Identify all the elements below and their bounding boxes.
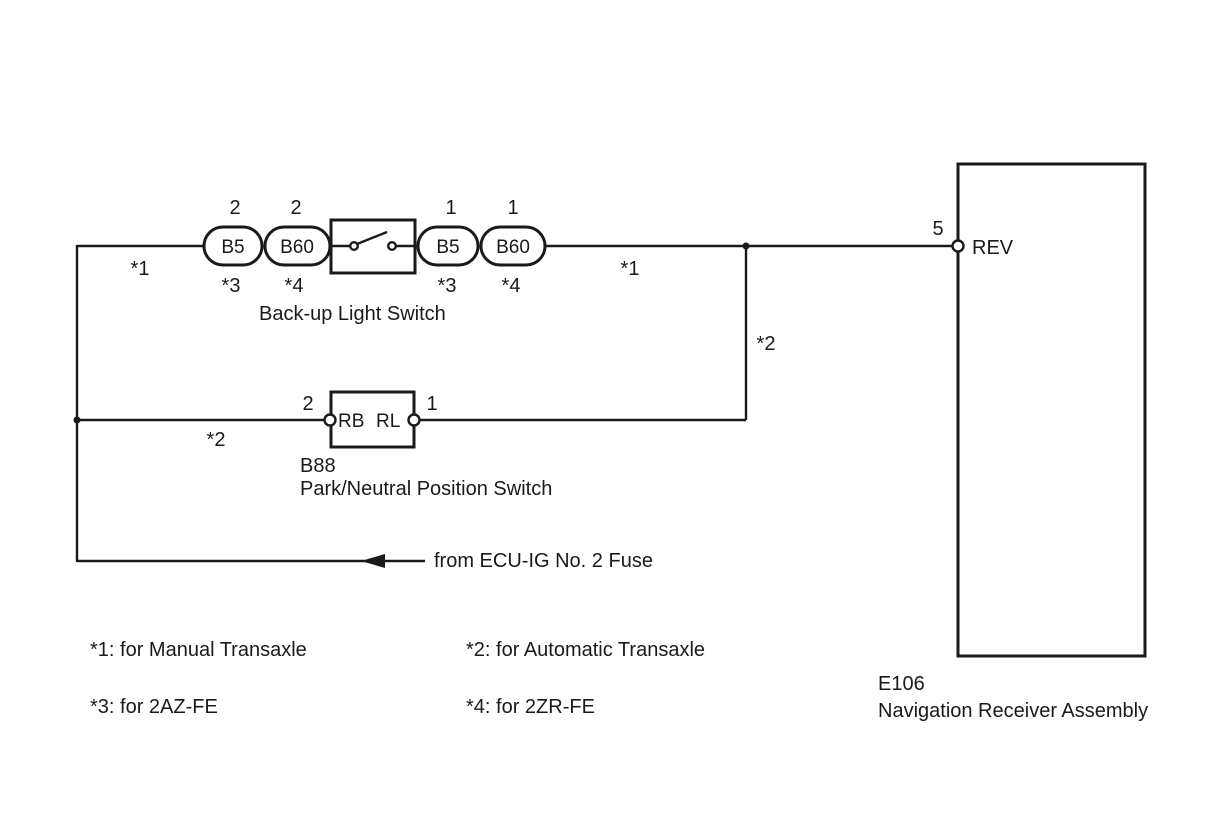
legend-note-1: *1: for Manual Transaxle xyxy=(90,639,307,661)
fuse-source-label: from ECU-IG No. 2 Fuse xyxy=(434,550,653,572)
legend-note-4: *4: for 2ZR-FE xyxy=(466,696,595,718)
pn-terminal-right-label: RL xyxy=(376,411,400,432)
navigation-receiver-assembly: 5 REV E106 Navigation Receiver Assembly xyxy=(878,162,1148,722)
connector-b60-left-label: B60 xyxy=(280,237,314,258)
connector-b5-right-label: B5 xyxy=(436,237,459,258)
note-b60-right: *4 xyxy=(502,275,521,297)
junction-top-right xyxy=(742,242,750,250)
receiver-code: E106 xyxy=(878,673,925,695)
note-b5-right: *3 xyxy=(438,275,457,297)
backup-light-switch: B5 B60 B5 B60 2 2 1 1 *3 *4 *3 *4 Back-u… xyxy=(202,197,547,325)
wire-note-middle-left: *2 xyxy=(207,429,226,451)
connector-b5-right xyxy=(416,225,480,267)
receiver-terminal-label: REV xyxy=(972,237,1014,259)
pin-b5-left: 2 xyxy=(229,197,240,219)
wire-note-top-right: *1 xyxy=(621,258,640,280)
backup-light-switch-label: Back-up Light Switch xyxy=(259,303,446,325)
receiver-label: Navigation Receiver Assembly xyxy=(878,700,1148,722)
switch-contact-left xyxy=(349,240,360,251)
wire-note-top-left: *1 xyxy=(131,258,150,280)
receiver-pin: 5 xyxy=(932,218,943,240)
pn-terminal-left xyxy=(323,413,337,427)
note-b60-left: *4 xyxy=(285,275,304,297)
legend-note-3: *3: for 2AZ-FE xyxy=(90,696,218,718)
pn-switch-label: Park/Neutral Position Switch xyxy=(300,478,552,500)
pin-b60-right: 1 xyxy=(507,197,518,219)
connector-b60-right-label: B60 xyxy=(496,237,530,258)
pin-b5-right: 1 xyxy=(445,197,456,219)
pn-terminal-left-label: RB xyxy=(338,411,364,432)
note-b5-left: *3 xyxy=(222,275,241,297)
receiver-box xyxy=(956,162,1147,658)
arrow-icon xyxy=(361,554,385,568)
pn-terminal-right xyxy=(407,413,421,427)
connector-b5-left-label: B5 xyxy=(221,237,244,258)
pn-switch-box xyxy=(329,390,416,449)
receiver-terminal-rev xyxy=(951,239,965,253)
switch-contact-right xyxy=(387,240,398,251)
legend-note-2: *2: for Automatic Transaxle xyxy=(466,639,705,661)
connector-b5-left xyxy=(202,225,264,267)
pn-pin-right: 1 xyxy=(426,393,437,415)
pn-switch-code: B88 xyxy=(300,455,336,477)
pin-b60-left: 2 xyxy=(290,197,301,219)
connector-b60-right xyxy=(479,225,547,267)
junction-middle-left xyxy=(73,416,81,424)
legend: *1: for Manual Transaxle *2: for Automat… xyxy=(90,639,705,718)
pn-pin-left: 2 xyxy=(302,393,313,415)
switch-blade-icon xyxy=(356,230,388,246)
wire-note-vertical: *2 xyxy=(757,333,776,355)
park-neutral-position-switch: RB RL 2 1 B88 Park/Neutral Position Swit… xyxy=(300,390,552,500)
